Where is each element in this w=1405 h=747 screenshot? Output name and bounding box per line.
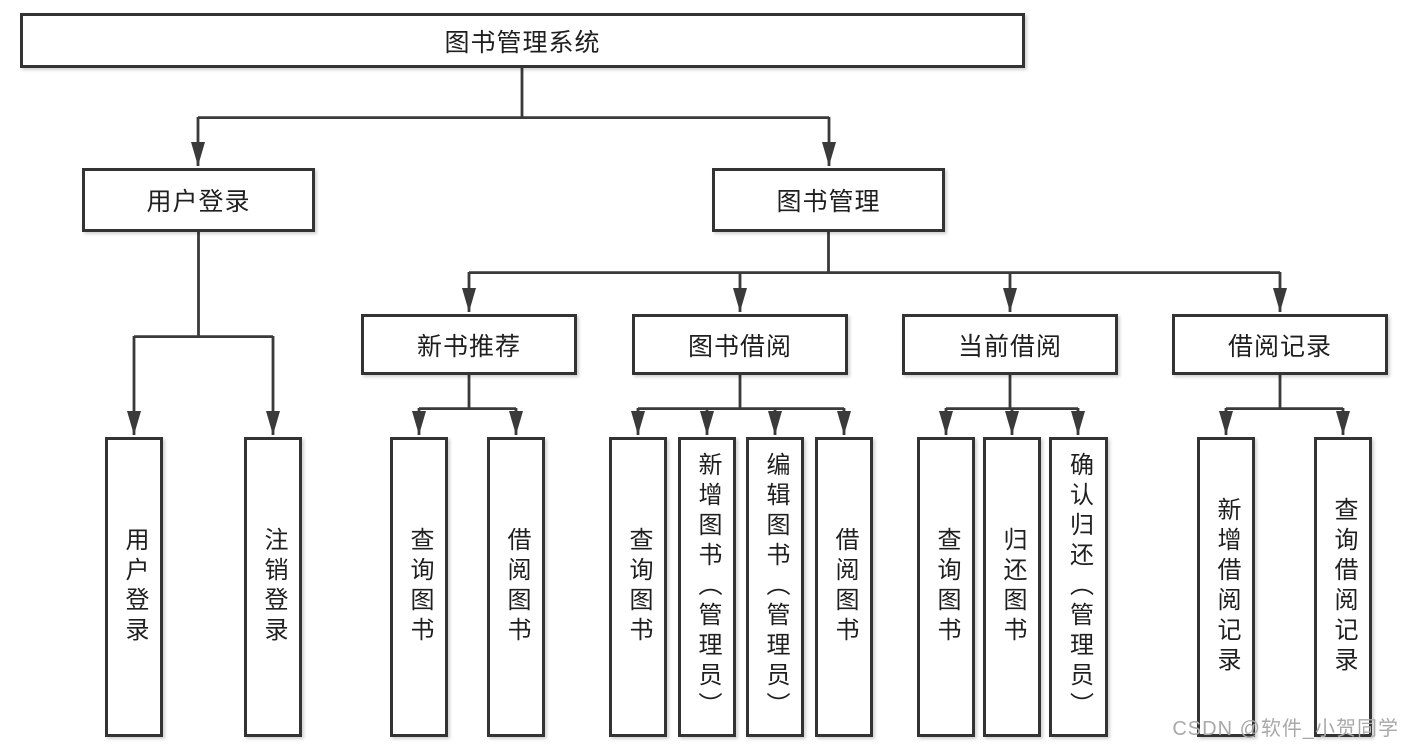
leaf-add-borrow-record: 新增借阅记录: [1197, 437, 1255, 737]
leaf-query-books-3: 查询图书: [917, 437, 975, 737]
leaf-confirm-return-admin: 确认归还（管理员）: [1049, 437, 1108, 737]
node-user-login-branch: 用户登录: [82, 168, 315, 232]
node-borrow-record: 借阅记录: [1172, 314, 1388, 375]
node-library-system: 图书管理系统: [20, 13, 1025, 68]
node-book-management-branch: 图书管理: [712, 168, 945, 232]
csdn-watermark: CSDN @软件_小贺同学: [1172, 718, 1399, 740]
connector-current-borrow: [946, 375, 1078, 410]
leaf-query-books-2: 查询图书: [609, 437, 667, 737]
node-new-book-recommend: 新书推荐: [361, 314, 577, 375]
connector-root: [198, 68, 829, 119]
connector-new-book-recommend: [419, 375, 516, 410]
leaf-borrow-books-1: 借阅图书: [487, 437, 545, 737]
leaf-borrow-books-2: 借阅图书: [815, 437, 873, 737]
node-current-borrow: 当前借阅: [902, 314, 1118, 375]
connector-borrow-record: [1226, 375, 1343, 410]
leaf-return-book: 归还图书: [983, 437, 1041, 737]
connector-book-borrow: [638, 375, 844, 410]
leaf-add-book-admin: 新增图书（管理员）: [678, 437, 736, 737]
leaf-query-books-1: 查询图书: [390, 437, 448, 737]
leaf-user-login: 用户登录: [105, 437, 163, 737]
connector-user-login: [134, 232, 273, 338]
connector-book-management: [469, 232, 1280, 274]
leaf-logout: 注销登录: [244, 437, 302, 737]
node-book-borrow: 图书借阅: [632, 314, 848, 375]
leaf-edit-book-admin: 编辑图书（管理员）: [746, 437, 804, 737]
leaf-query-borrow-record: 查询借阅记录: [1314, 437, 1372, 737]
